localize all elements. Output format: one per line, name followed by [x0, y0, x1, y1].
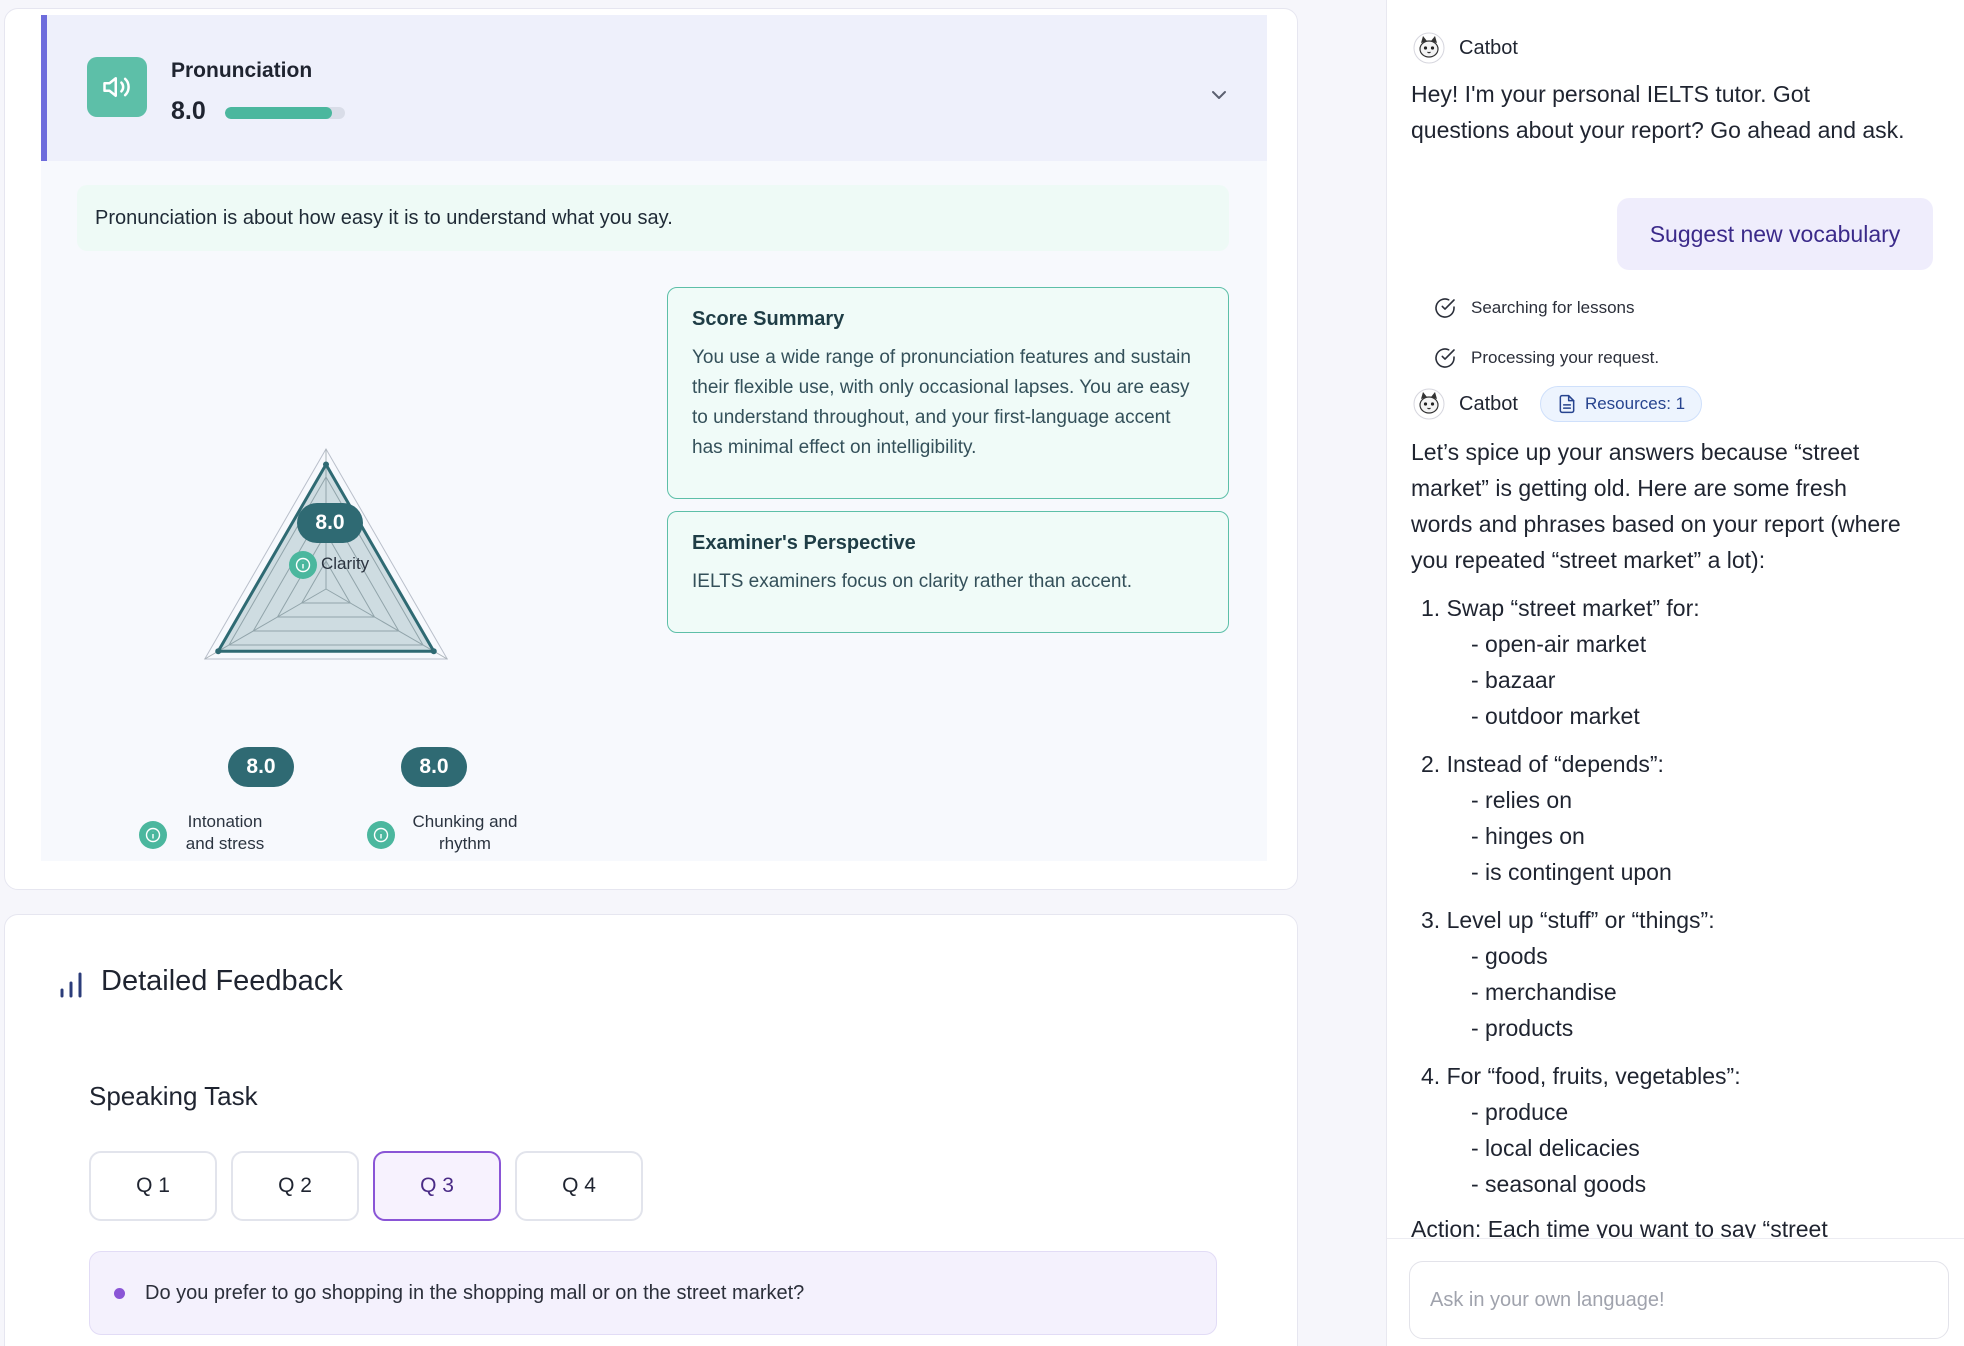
bar-chart-icon [60, 972, 82, 998]
list-item: - bazaar [1471, 667, 1556, 693]
criterion-title: Pronunciation [171, 59, 313, 82]
list-item: - goods [1471, 943, 1548, 969]
intonation-info-icon[interactable] [139, 821, 167, 849]
user-message: Suggest new vocabulary [1617, 198, 1933, 270]
list-item: - is contingent upon [1471, 859, 1672, 885]
list-item: - relies on [1471, 787, 1572, 813]
chat-input[interactable] [1409, 1261, 1949, 1339]
score-summary-title: Score Summary [692, 308, 845, 330]
chat-messages[interactable]: Catbot Hey! I'm your personal IELTS tuto… [1387, 0, 1964, 1238]
detailed-feedback-title: Detailed Feedback [101, 965, 343, 997]
score-summary-text: You use a wide range of pronunciation fe… [692, 347, 1191, 458]
status-searching: Searching for lessons [1433, 296, 1634, 320]
score-progress-fill [225, 107, 332, 119]
radar-data-point [323, 461, 329, 468]
speaker-icon [87, 57, 147, 117]
chunking-score-pill: 8.0 [401, 747, 467, 787]
list-item: - products [1471, 1015, 1574, 1041]
score-progress-bar [225, 107, 345, 119]
tab-q1[interactable]: Q 1 [89, 1151, 217, 1221]
examiner-text: IELTS examiners focus on clarity rather … [692, 571, 1133, 592]
clarity-score-pill: 8.0 [297, 503, 363, 543]
criterion-description: Pronunciation is about how easy it is to… [77, 185, 1229, 251]
criterion-score: 8.0 [171, 97, 206, 125]
radar-spoke [204, 588, 327, 660]
score-summary-box: Score Summary You use a wide range of pr… [667, 287, 1229, 499]
bot-header-2: Catbot Resources: 1 [1413, 386, 1703, 422]
pronunciation-body: Pronunciation is about how easy it is to… [41, 161, 1267, 861]
detailed-feedback-card: Detailed Feedback Speaking Task Q 1 Q 2 … [4, 914, 1298, 1346]
list-item-heading: 1. Swap “street market” for: [1421, 595, 1700, 621]
question-tabs: Q 1 Q 2 Q 3 Q 4 [89, 1151, 643, 1221]
list-item: - merchandise [1471, 979, 1617, 1005]
check-circle-icon [1435, 348, 1455, 368]
list-item: - outdoor market [1471, 703, 1640, 729]
catbot-avatar [1413, 388, 1445, 420]
radar-chart: 8.0 Clarity 8.0 Intonation and stress 8.… [121, 361, 581, 853]
examiner-perspective-box: Examiner's Perspective IELTS examiners f… [667, 511, 1229, 633]
chunking-info-icon[interactable] [367, 821, 395, 849]
tab-q4[interactable]: Q 4 [515, 1151, 643, 1221]
chat-panel: Catbot Hey! I'm your personal IELTS tuto… [1386, 0, 1964, 1346]
bot-name: Catbot [1459, 392, 1518, 415]
radar-grid-ring [228, 475, 424, 646]
list-item: - local delicacies [1471, 1135, 1640, 1161]
document-icon [1559, 394, 1575, 414]
bot-reply-intro: Let’s spice up your answers because “str… [1411, 439, 1901, 573]
chevron-down-icon[interactable] [1207, 83, 1231, 107]
list-item-heading: 2. Instead of “depends”: [1421, 751, 1664, 777]
tab-q3[interactable]: Q 3 [373, 1151, 501, 1221]
resources-label: Resources: 1 [1584, 394, 1686, 413]
resources-badge[interactable]: Resources: 1 [1539, 386, 1703, 422]
radar-grid-ring [203, 448, 449, 660]
list-item: - hinges on [1471, 823, 1585, 849]
intonation-score-pill: 8.0 [228, 747, 294, 787]
radar-grid-ring [300, 560, 352, 604]
status-text: Processing your request. [1471, 348, 1660, 367]
list-item-heading: 4. For “food, fruits, vegetables”: [1421, 1063, 1741, 1089]
clarity-label: Clarity [321, 554, 370, 573]
check-circle-icon [1435, 298, 1455, 318]
radar-data-point [430, 648, 437, 655]
bot-name: Catbot [1459, 36, 1518, 59]
catbot-avatar [1413, 32, 1445, 64]
speaking-task-title: Speaking Task [89, 1081, 258, 1111]
status-text: Searching for lessons [1471, 298, 1635, 317]
list-item: - produce [1471, 1099, 1569, 1125]
bot-header-1: Catbot [1413, 32, 1518, 64]
examiner-title: Examiner's Perspective [692, 532, 916, 554]
status-processing: Processing your request. [1433, 346, 1659, 370]
intonation-label: Intonation and stress [185, 812, 265, 853]
pronunciation-header[interactable]: Pronunciation 8.0 [41, 15, 1267, 161]
pronunciation-card: Pronunciation 8.0 Pronunciation is about… [4, 8, 1298, 890]
radar-data-polygon [215, 461, 437, 653]
vocabulary-list: 1. Swap “street market” for: - open-air … [1415, 590, 1935, 1202]
tab-q2[interactable]: Q 2 [231, 1151, 359, 1221]
question-box: Do you prefer to go shopping in the shop… [89, 1251, 1217, 1335]
radar-spoke [325, 588, 448, 660]
radar-data-point [215, 648, 222, 655]
question-bullet [114, 1287, 125, 1299]
chunking-label: Chunking and rhythm [412, 812, 518, 853]
list-item: - seasonal goods [1471, 1171, 1647, 1197]
bot-greeting: Hey! I'm your personal IELTS tutor. Got … [1411, 81, 1905, 143]
list-item-heading: 3. Level up “stuff” or “things”: [1421, 907, 1715, 933]
action-text: Action: Each time you want to say “stree… [1411, 1216, 1828, 1238]
clarity-info-icon[interactable] [289, 551, 317, 579]
list-item: - open-air market [1471, 631, 1647, 657]
chat-input-area [1387, 1238, 1964, 1346]
question-text: Do you prefer to go shopping in the shop… [145, 1281, 805, 1304]
